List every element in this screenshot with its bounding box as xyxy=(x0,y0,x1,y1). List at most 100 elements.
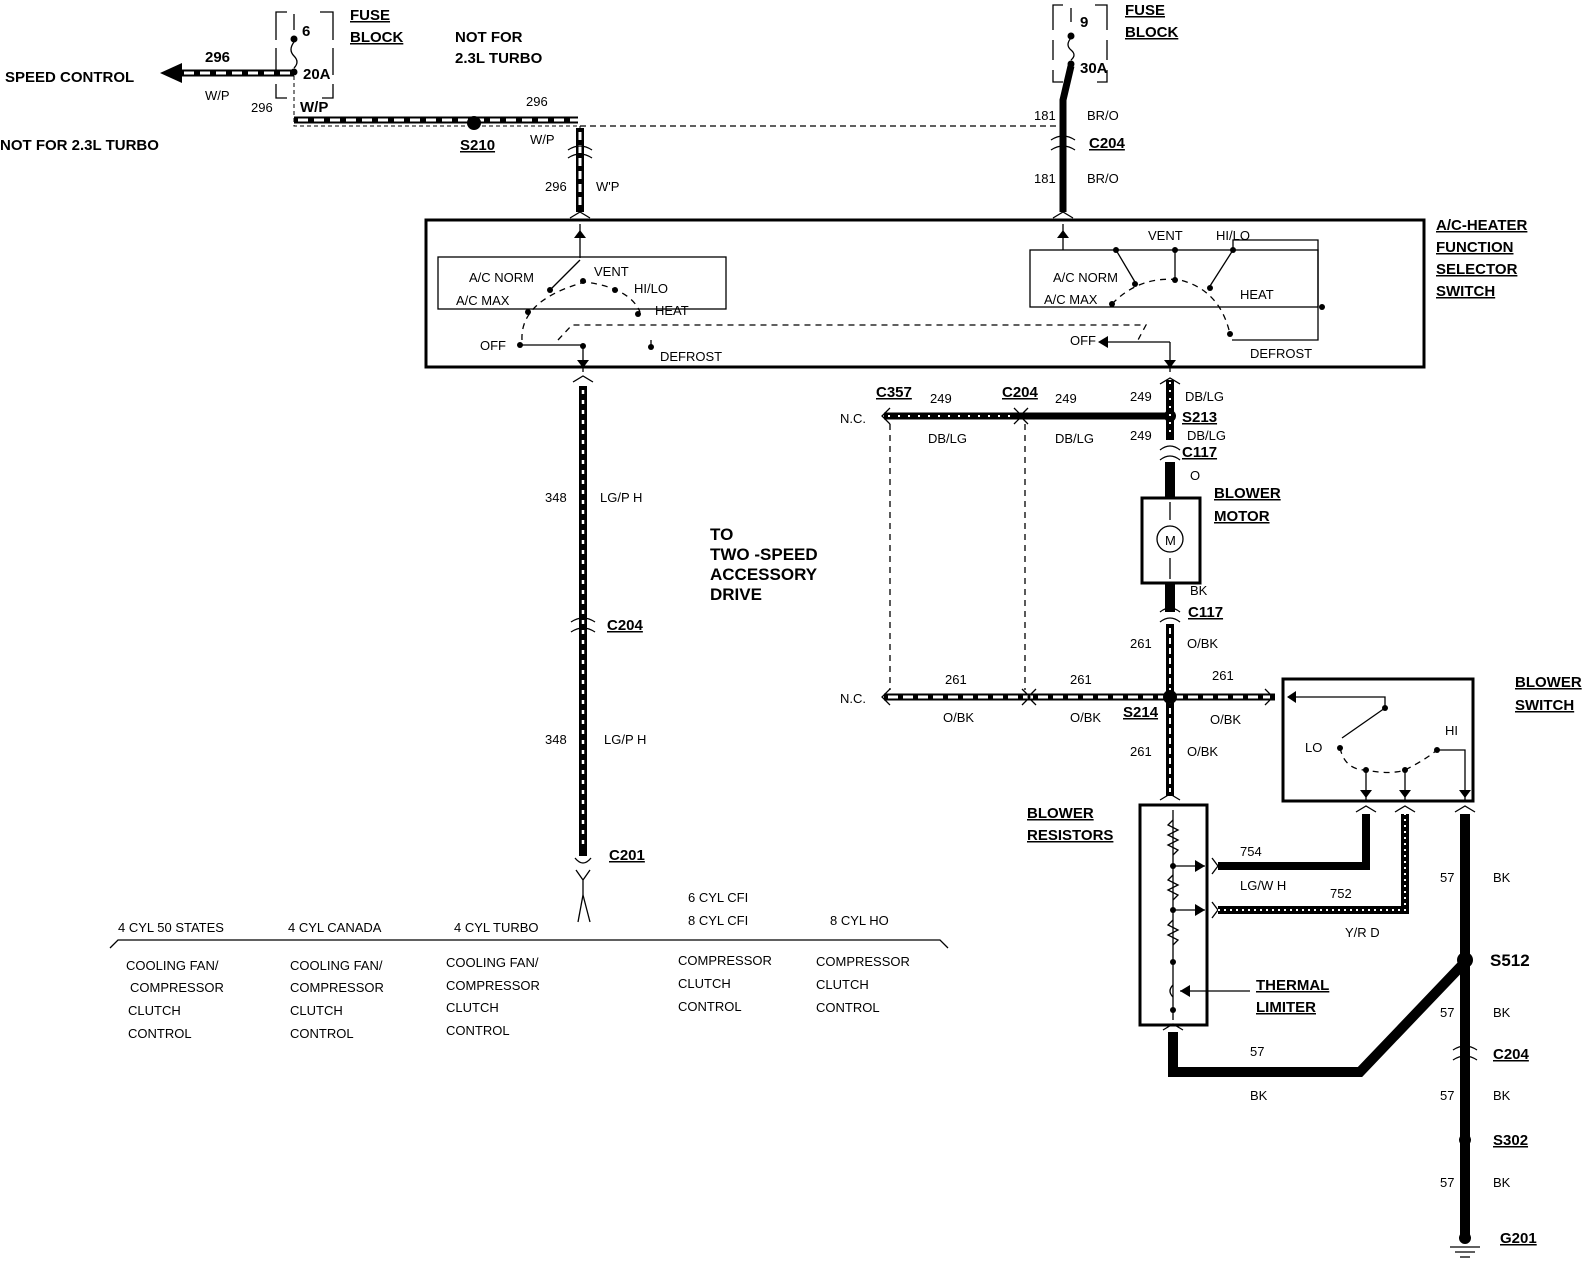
wire-261-e-num: 261 xyxy=(1130,744,1152,759)
wire-57-d-num: 57 xyxy=(1440,1088,1454,1103)
left-heat: HEAT xyxy=(655,303,689,318)
left-fuse-label-2: BLOCK xyxy=(350,29,403,46)
blower-switch-label-2: SWITCH xyxy=(1515,697,1574,714)
blower-switch: BLOWER SWITCH LO HI xyxy=(1281,674,1582,813)
right-fuse-label-1: FUSE xyxy=(1125,2,1165,19)
c201-label: C201 xyxy=(609,847,645,864)
wire-249-d-num: 249 xyxy=(1130,428,1152,443)
wire-296: 296 W/P 296 W/P S210 296 W'P xyxy=(251,76,1057,219)
wire-261-b-num: 261 xyxy=(945,672,967,687)
app-3-line-2: COMPRESSOR xyxy=(446,978,540,993)
wire-249-a-num: 249 xyxy=(930,391,952,406)
wire-261-e-color: O/BK xyxy=(1187,744,1218,759)
app-2-line-4: CONTROL xyxy=(290,1026,354,1041)
app-3-line-1: COOLING FAN/ xyxy=(446,955,539,970)
blower-motor-label-1: BLOWER xyxy=(1214,485,1281,502)
s214-label: S214 xyxy=(1123,704,1159,721)
app-4-header-2: 8 CYL CFI xyxy=(688,913,748,928)
accessory-line-2: TWO -SPEED xyxy=(710,545,818,564)
wire-754-color: LG/W H xyxy=(1240,878,1286,893)
right-off: OFF xyxy=(1070,333,1096,348)
left-hilo: HI/LO xyxy=(634,281,668,296)
left-fuse-label-1: FUSE xyxy=(350,7,390,24)
blower-resistors-label-1: BLOWER xyxy=(1027,805,1094,822)
wire-261-d-color: O/BK xyxy=(1210,712,1241,727)
accessory-line-3: ACCESSORY xyxy=(710,565,818,584)
left-defrost: DEFROST xyxy=(660,349,722,364)
right-fuse-rating: 30A xyxy=(1080,60,1108,77)
nc-bot-label: N.C. xyxy=(840,691,866,706)
thermal-limiter-label-1: THERMAL xyxy=(1256,977,1329,994)
app-2-line-1: COOLING FAN/ xyxy=(290,958,383,973)
left-fuse-note-2: 2.3L TURBO xyxy=(455,50,543,67)
wire-261-c-num: 261 xyxy=(1070,672,1092,687)
blower-resistors: BLOWER RESISTORS THERMAL LIMITER xyxy=(1027,803,1329,1031)
wire-57-e-color: BK xyxy=(1493,1175,1511,1190)
wire-296-c-color: W'P xyxy=(596,179,619,194)
c204-bot-label: C204 xyxy=(1493,1046,1530,1063)
app-4-line-2: CLUTCH xyxy=(678,976,731,991)
app-4-line-3: CONTROL xyxy=(678,999,742,1014)
wire-261-d-num: 261 xyxy=(1212,668,1234,683)
c117-top-label: C117 xyxy=(1182,444,1217,461)
wire-57-a-num: 57 xyxy=(1440,870,1454,885)
right-fuse-number: 9 xyxy=(1080,14,1088,31)
wire-348-b-num: 348 xyxy=(545,732,567,747)
blower-switch-lo: LO xyxy=(1305,740,1322,755)
app-5-header: 8 CYL HO xyxy=(830,913,889,928)
app-3-line-3: CLUTCH xyxy=(446,1000,499,1015)
speed-control-wire: SPEED CONTROL 296 W/P xyxy=(5,49,294,103)
wire-296-a-color: W/P xyxy=(530,132,555,147)
function-selector-switch: A/C-HEATER FUNCTION SELECTOR SWITCH A/C … xyxy=(424,217,1528,372)
wire-249-c-num: 249 xyxy=(1130,389,1152,404)
wire-261: N.C. 261 O/BK 261 O/BK 261 O/BK 261 O/BK… xyxy=(840,624,1275,801)
left-off: OFF xyxy=(480,338,506,353)
wire-181-a-color: BR/O xyxy=(1087,108,1119,123)
right-heat: HEAT xyxy=(1240,287,1274,302)
wire-57-e-num: 57 xyxy=(1440,1175,1454,1190)
wire-296-b-color: W/P xyxy=(300,99,328,116)
s302-label: S302 xyxy=(1493,1132,1528,1149)
right-fuse-block: 9 30A FUSE BLOCK xyxy=(1052,2,1178,83)
c204-249-label: C204 xyxy=(1002,384,1039,401)
app-5-line-3: CONTROL xyxy=(816,1000,880,1015)
app-3-header: 4 CYL TURBO xyxy=(454,920,539,935)
right-ac-max: A/C MAX xyxy=(1044,292,1098,307)
app-1-line-4: CONTROL xyxy=(128,1026,192,1041)
wire-754: 754 LG/W H xyxy=(1211,814,1370,893)
wire-57-d-color: BK xyxy=(1493,1088,1511,1103)
left-ac-norm: A/C NORM xyxy=(469,270,534,285)
left-fuse-note-1: NOT FOR xyxy=(455,29,523,46)
wire-249-d-color: DB/LG xyxy=(1187,428,1226,443)
speed-control-label: SPEED CONTROL xyxy=(5,69,134,86)
wire-348: 348 LG/P H C204 348 LG/P H C201 xyxy=(545,375,646,923)
app-3-line-4: CONTROL xyxy=(446,1023,510,1038)
app-5-line-1: COMPRESSOR xyxy=(816,954,910,969)
wire-348-a-num: 348 xyxy=(545,490,567,505)
left-fuse-number: 6 xyxy=(302,23,310,40)
wire-249-c-color: DB/LG xyxy=(1185,389,1224,404)
switch-title-3: SELECTOR xyxy=(1436,261,1518,278)
s213-label: S213 xyxy=(1182,409,1217,426)
wire-752: 752 Y/R D xyxy=(1211,814,1409,940)
wire-57-b-color: BK xyxy=(1493,1005,1511,1020)
wire-261-a-num: 261 xyxy=(1130,636,1152,651)
right-fuse-label-2: BLOCK xyxy=(1125,24,1178,41)
c204-top-label: C204 xyxy=(1089,135,1126,152)
blower-switch-hi: HI xyxy=(1445,723,1458,738)
wire-348-b-color: LG/P H xyxy=(604,732,646,747)
blower-switch-label-1: BLOWER xyxy=(1515,674,1582,691)
right-ac-norm: A/C NORM xyxy=(1053,270,1118,285)
app-2-header: 4 CYL CANADA xyxy=(288,920,382,935)
wire-249-a-color: DB/LG xyxy=(928,431,967,446)
app-1-line-1: COOLING FAN/ xyxy=(126,958,219,973)
wire-181: 181 BR/O C204 181 BR/O xyxy=(1034,65,1126,219)
wire-181-b-num: 181 xyxy=(1034,171,1056,186)
app-5-line-2: CLUTCH xyxy=(816,977,869,992)
wire-57-a-color: BK xyxy=(1493,870,1511,885)
wire-bk-motor: BK xyxy=(1190,583,1208,598)
speed-control-wire-color: W/P xyxy=(205,88,230,103)
switch-title-2: FUNCTION xyxy=(1436,239,1514,256)
blower-motor-symbol: M xyxy=(1165,533,1176,548)
